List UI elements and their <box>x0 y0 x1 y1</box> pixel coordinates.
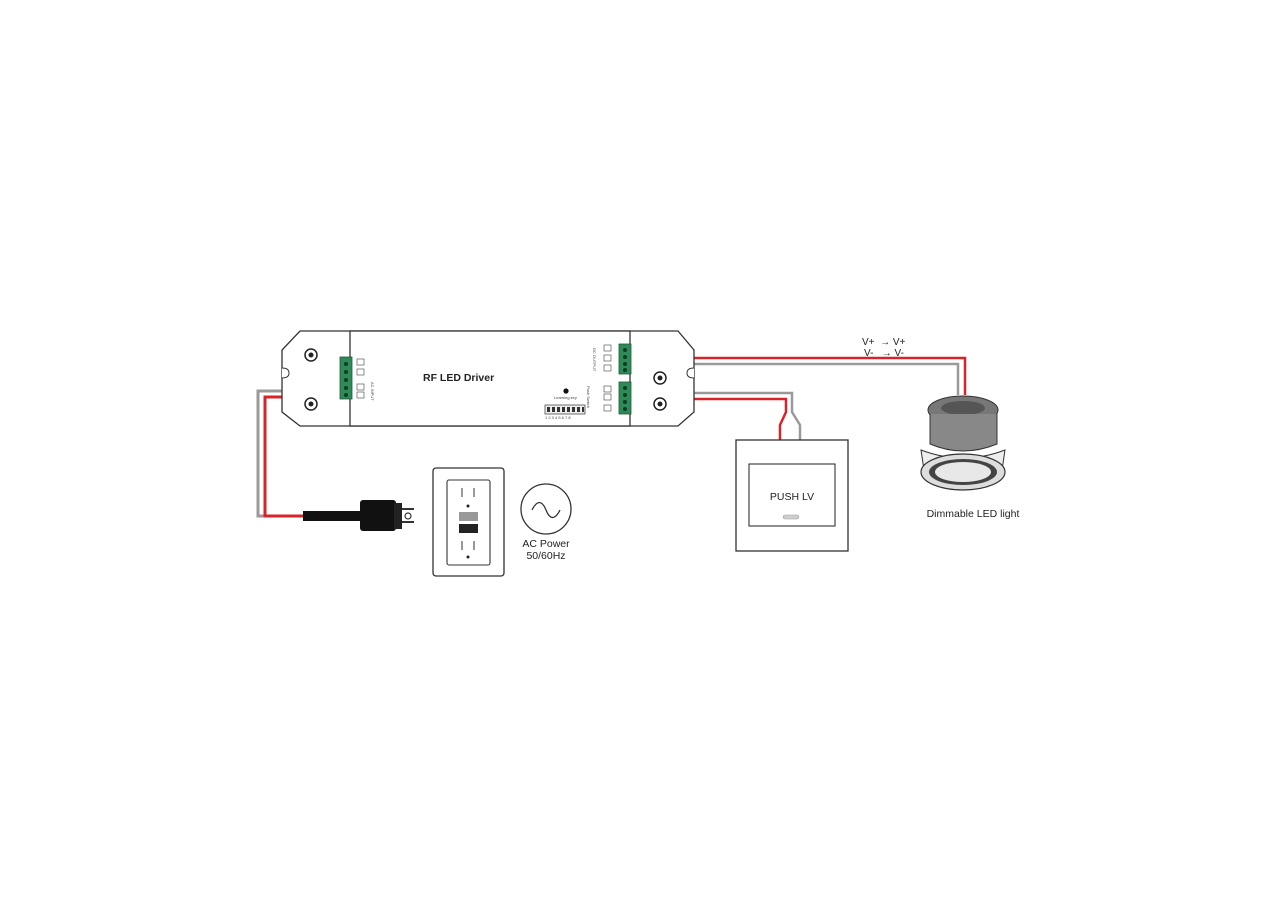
sine-wave <box>531 501 561 519</box>
ac-input-text: AC INPUT <box>370 382 375 401</box>
screw-hole-right-bottom <box>653 397 667 411</box>
switch-indicator-led <box>782 514 800 520</box>
learning-key-text: Learning key <box>554 395 577 400</box>
notch-left-top <box>281 367 290 379</box>
plug-cable-sleeve <box>303 511 363 521</box>
output-terminal-screws <box>623 348 627 372</box>
push-terminal-label-3 <box>603 404 612 412</box>
dip-switch-numbers: 1 2 3 4 5 6 7 8 <box>545 415 571 420</box>
wall-outlet <box>432 467 505 577</box>
rf-led-driver: AC INPUT RF LED Driver DC OUTPUT Push Sw… <box>281 330 695 427</box>
led-lens-inner <box>935 462 991 482</box>
output-terminal-label-3 <box>603 364 612 372</box>
driver-title: RF LED Driver <box>423 372 494 384</box>
plug-ground-pin <box>404 512 412 520</box>
signal-map-vminus: V- → V- <box>864 348 904 359</box>
ac-terminal-label-1 <box>356 358 365 366</box>
output-terminal-label-1 <box>603 344 612 352</box>
outlet-test-button <box>459 512 478 521</box>
dimmable-led-light: Dimmable LED light <box>920 395 1020 520</box>
push-terminal-label-1 <box>603 385 612 393</box>
outlet-lower-slots <box>461 541 475 550</box>
outlet-upper-ground <box>466 504 470 508</box>
outlet-upper-slots <box>461 488 475 497</box>
dc-output-text: DC OUTPUT <box>592 348 597 372</box>
push-terminal-block <box>618 381 632 415</box>
outlet-lower-ground <box>466 555 470 559</box>
plug-face <box>394 503 402 529</box>
led-body <box>929 414 998 452</box>
switch-label: PUSH LV <box>770 491 814 503</box>
output-terminal-label-2 <box>603 354 612 362</box>
led-label: Dimmable LED light <box>927 508 1020 520</box>
outlet-body <box>446 479 491 566</box>
push-lv-switch: PUSH LV <box>735 439 849 552</box>
ac-terminal-label-2 <box>356 368 365 376</box>
ac-terminal-label-4 <box>356 391 365 399</box>
notch-right-top <box>686 367 695 379</box>
push-terminal-screws <box>623 386 627 411</box>
plug-prongs <box>402 508 414 523</box>
ac-terminal-screws <box>344 362 348 397</box>
push-terminal-label-2 <box>603 393 612 401</box>
led-top-inner <box>941 401 985 415</box>
signal-map-vplus: V+ → V+ <box>862 337 906 348</box>
ac-frequency-label: 50/60Hz <box>526 550 565 562</box>
ac-terminal-label-3 <box>356 383 365 391</box>
outlet-reset-button <box>459 524 478 533</box>
dip-switch[interactable] <box>544 404 586 415</box>
screw-hole-left-bottom <box>304 397 318 411</box>
push-switch-text: Push Switch <box>586 386 591 408</box>
screw-hole-right-top <box>653 371 667 385</box>
learning-key-button[interactable] <box>563 388 569 394</box>
ac-power-symbol: AC Power 50/60Hz <box>520 483 572 562</box>
screw-hole-left-top <box>304 348 318 362</box>
ac-plug <box>303 500 414 531</box>
plug-body <box>360 500 396 531</box>
ac-power-label: AC Power <box>522 538 570 550</box>
